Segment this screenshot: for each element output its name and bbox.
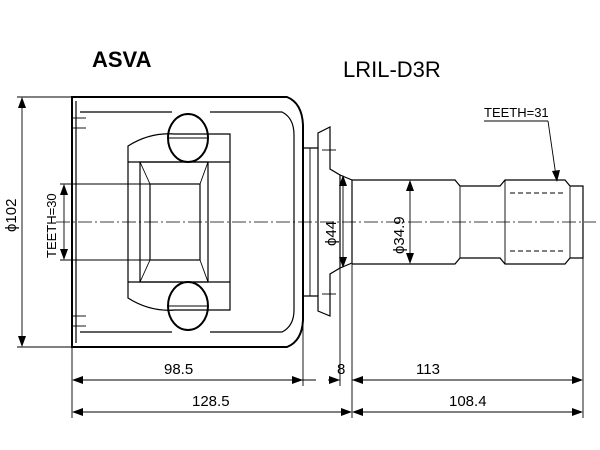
tripod-spider	[127, 133, 231, 311]
dim-housing-teeth: TEETH=30	[44, 183, 150, 261]
brand-label: ASVA	[92, 47, 152, 72]
shaft	[352, 179, 584, 265]
dim-housing-length: 98.5	[72, 361, 303, 384]
dim-shaft-length: 113	[358, 361, 583, 384]
housing-length-label: 98.5	[164, 361, 193, 378]
dim-outer-diameter: ϕ102	[3, 96, 72, 348]
part-number: LRIL-D3R	[343, 57, 441, 82]
shaft-teeth-label: TEETH=31	[484, 105, 549, 120]
housing-teeth-label: TEETH=30	[44, 193, 59, 258]
dim-gap: 8	[297, 361, 370, 384]
overall-shaft-label: 108.4	[449, 393, 487, 410]
outer-diameter-label: ϕ102	[3, 199, 20, 232]
overall-housing-label: 128.5	[192, 393, 230, 410]
dim-overall-shaft: 108.4	[352, 393, 583, 416]
shaft-diameter-label: ϕ34.9	[391, 216, 408, 254]
seal-diameter-label: ϕ44	[323, 221, 340, 246]
roller-bottom	[167, 281, 209, 331]
dim-shaft-diameter: ϕ34.9	[391, 180, 414, 264]
seal-flange	[303, 126, 353, 317]
dim-overall-housing: 128.5	[72, 393, 352, 416]
shaft-teeth-callout: TEETH=31	[484, 105, 560, 182]
gap-label: 8	[337, 361, 345, 378]
shaft-length-label: 113	[416, 361, 440, 378]
dim-seal-diameter: ϕ44	[323, 175, 347, 268]
roller-top	[167, 113, 209, 163]
